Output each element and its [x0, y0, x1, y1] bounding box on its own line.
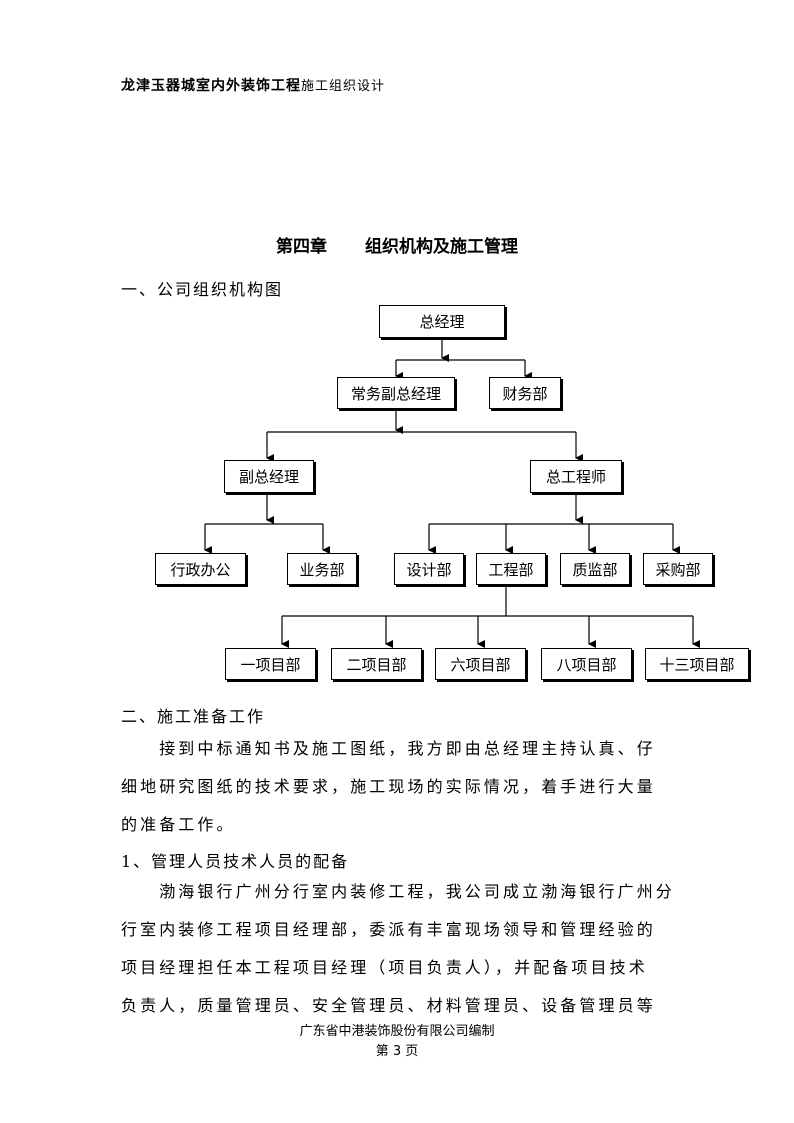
org-box-project-8: 八项目部 — [541, 648, 632, 680]
org-box-chief-engineer: 总工程师 — [530, 460, 622, 493]
text-line: 负责人，质量管理员、安全管理员、材料管理员、设备管理员等 — [121, 996, 656, 1015]
org-box-quality-dept: 质监部 — [560, 553, 630, 585]
section1-heading: 一、公司组织机构图 — [121, 280, 284, 299]
text-line: 渤海银行广州分行室内装修工程，我公司成立渤海银行广州分 — [121, 882, 675, 901]
org-box-project-1: 一项目部 — [225, 648, 316, 680]
org-box-general-manager: 总经理 — [379, 305, 505, 338]
org-box-engineering-dept: 工程部 — [476, 553, 546, 585]
header-title-normal: 施工组织设计 — [301, 79, 386, 94]
org-box-design-dept: 设计部 — [394, 553, 464, 585]
text-line: 的准备工作。 — [121, 815, 236, 834]
chapter-title: 第四章 组织机构及施工管理 — [0, 232, 794, 257]
org-box-deputy-gm: 副总经理 — [224, 460, 314, 493]
org-box-exec-deputy-gm: 常务副总经理 — [337, 377, 455, 409]
footer-company: 广东省中港装饰股份有限公司编制 — [299, 1024, 495, 1039]
org-box-finance: 财务部 — [489, 377, 561, 409]
section2-heading: 二、施工准备工作 — [121, 707, 266, 726]
text-line: 接到中标通知书及施工图纸，我方即由总经理主持认真、仔 — [121, 739, 656, 758]
section2-intro: 接到中标通知书及施工图纸，我方即由总经理主持认真、仔 细地研究图纸的技术要求，施… — [121, 730, 677, 844]
chapter-number: 第四章 — [276, 237, 327, 257]
org-box-project-2: 二项目部 — [331, 648, 422, 680]
text-line: 细地研究图纸的技术要求，施工现场的实际情况，着手进行大量 — [121, 777, 656, 796]
org-box-purchasing-dept: 采购部 — [643, 553, 713, 585]
header-title-bold: 龙津玉器城室内外装饰工程 — [121, 78, 301, 94]
section2-body: 渤海银行广州分行室内装修工程，我公司成立渤海银行广州分 行室内装修工程项目经理部… — [121, 873, 677, 1025]
footer-page-number: 第 3 页 — [375, 1044, 419, 1059]
page-header: 龙津玉器城室内外装饰工程施工组织设计 — [121, 75, 385, 95]
org-box-admin-office: 行政办公 — [155, 553, 246, 585]
org-box-project-13: 十三项目部 — [645, 648, 749, 680]
chapter-name: 组织机构及施工管理 — [365, 237, 518, 257]
org-box-project-6: 六项目部 — [435, 648, 526, 680]
org-box-business-dept: 业务部 — [287, 553, 357, 585]
text-line: 项目经理担任本工程项目经理（项目负责人），并配备项目技术 — [121, 958, 648, 977]
text-line: 行室内装修工程项目经理部，委派有丰富现场领导和管理经验的 — [121, 920, 656, 939]
sub-heading: 1、管理人员技术人员的配备 — [121, 852, 350, 871]
org-chart-connectors — [204, 338, 700, 648]
